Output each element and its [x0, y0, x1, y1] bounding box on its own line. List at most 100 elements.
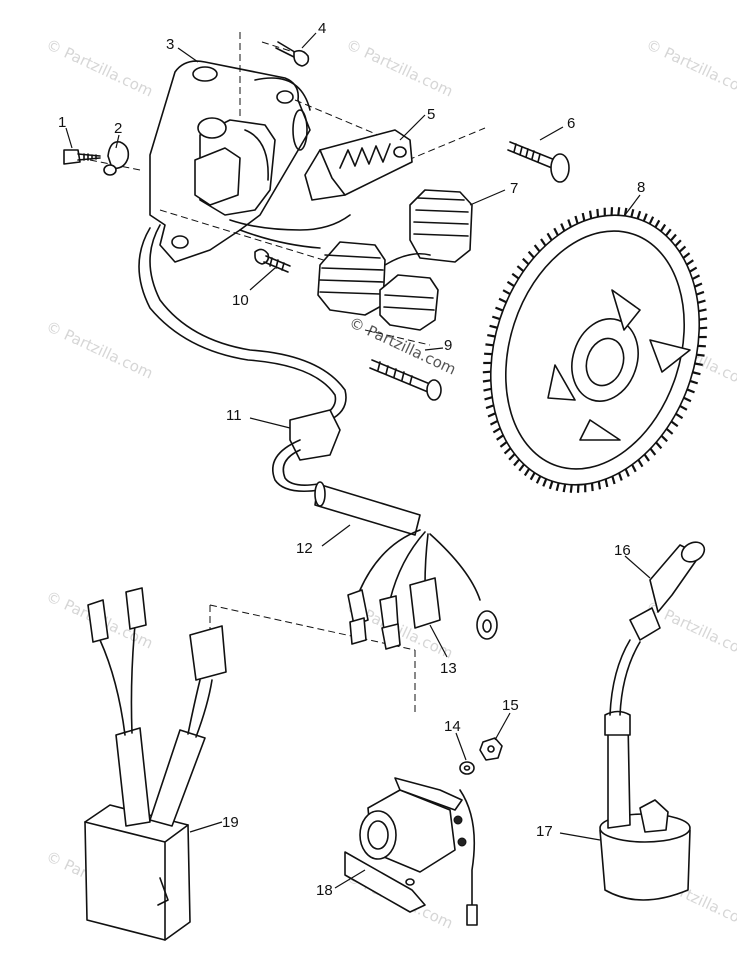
gear-tooth — [506, 280, 515, 288]
gear-tooth — [560, 223, 566, 232]
gear-tooth — [503, 447, 512, 455]
gear-tooth — [567, 219, 572, 228]
bolt-part-6 — [507, 141, 570, 183]
watermark-text: © Partzilla.com — [43, 317, 156, 382]
callout-10: 10 — [232, 292, 249, 309]
gear-tooth — [487, 412, 496, 418]
gear-tooth — [682, 252, 691, 259]
gear-tooth — [540, 238, 547, 247]
gear-tooth — [696, 290, 705, 296]
flywheel-part-8 — [482, 207, 708, 493]
gear-tooth — [513, 458, 521, 467]
washer-part-14 — [459, 761, 475, 775]
stator-plate — [149, 60, 311, 263]
gear-tooth — [529, 472, 536, 481]
gear-tooth — [699, 317, 708, 321]
callout-9: 9 — [444, 337, 452, 354]
gear-tooth — [618, 472, 623, 481]
gear-tooth — [689, 266, 698, 273]
terminals-part-13 — [347, 529, 498, 650]
gear-tooth — [649, 447, 657, 456]
gear-tooth — [631, 464, 637, 473]
gear-tooth — [678, 245, 687, 253]
gear-tooth — [485, 404, 494, 410]
gear-tooth — [691, 274, 701, 281]
gear-tooth — [508, 453, 516, 461]
gear-tooth — [630, 208, 635, 218]
solenoid-part-18 — [344, 777, 478, 926]
callout-1: 1 — [58, 114, 66, 131]
stator-coil — [194, 117, 276, 216]
gear-tooth — [699, 326, 708, 330]
callout-2: 2 — [114, 120, 122, 137]
gear-tooth — [636, 210, 642, 220]
gear-tooth — [611, 475, 616, 485]
watermark-text: © Partzilla.com — [43, 35, 156, 100]
callout-7: 7 — [510, 180, 518, 197]
callout-12: 12 — [296, 540, 313, 557]
gear-tooth — [498, 297, 507, 304]
gear-tooth — [590, 482, 594, 492]
nut-part-15 — [479, 737, 503, 761]
gear-tooth — [689, 379, 699, 385]
callout-leaders — [65, 32, 651, 889]
callout-labels: 1 2 3 4 5 6 7 8 9 10 11 12 13 14 15 16 1… — [58, 20, 645, 899]
gear-tooth — [523, 468, 531, 477]
callout-6: 6 — [567, 115, 575, 132]
gear-tooth — [694, 282, 703, 288]
gear-tooth — [674, 239, 682, 247]
gear-tooth — [648, 216, 655, 225]
watermark-text: © Partzilla.com — [643, 35, 737, 100]
gear-tooth — [624, 468, 630, 477]
gear-tooth — [482, 370, 491, 374]
gear-tooth — [637, 459, 644, 468]
gear-tooth — [485, 343, 494, 347]
clip-part-2 — [103, 140, 130, 176]
callout-18: 18 — [316, 882, 333, 899]
callout-8: 8 — [637, 179, 645, 196]
flywheel-teeth — [482, 207, 708, 493]
gear-tooth — [596, 208, 600, 218]
gear-tooth — [581, 212, 586, 222]
cdi-box-part-19 — [84, 587, 227, 941]
gear-tooth — [492, 427, 501, 434]
gear-tooth — [499, 441, 508, 448]
gear-tooth — [527, 250, 535, 259]
callout-15: 15 — [502, 697, 519, 714]
gear-tooth — [516, 265, 525, 273]
gear-tooth — [496, 434, 504, 441]
gear-tooth — [655, 441, 663, 450]
gear-tooth — [697, 299, 706, 304]
spark-plug-cap-part-16 — [629, 541, 706, 641]
gear-tooth — [522, 257, 530, 266]
gear-tooth — [484, 396, 493, 401]
watermark-text: © Partzilla.com — [343, 35, 456, 100]
ignition-coil-part-17 — [599, 639, 691, 901]
bolt-part-10 — [254, 248, 291, 273]
gear-tooth — [487, 333, 496, 338]
gear-tooth — [692, 371, 701, 376]
gear-tooth — [511, 272, 520, 280]
gear-tooth — [617, 207, 621, 216]
gear-tooth — [518, 463, 525, 472]
gear-tooth — [679, 404, 688, 411]
screw-part-4 — [275, 41, 310, 67]
gear-tooth — [654, 219, 661, 228]
gear-tooth — [495, 306, 504, 312]
gear-tooth — [683, 396, 692, 403]
gear-tooth — [482, 379, 491, 383]
gear-tooth — [489, 324, 498, 329]
gear-tooth — [588, 210, 593, 219]
gear-tooth — [483, 387, 492, 392]
gear-tooth — [542, 478, 548, 487]
callout-17: 17 — [536, 823, 553, 840]
gear-tooth — [597, 481, 602, 490]
gear-tooth — [665, 427, 674, 435]
callout-16: 16 — [614, 542, 631, 559]
gear-tooth — [555, 482, 560, 492]
rectifier-part-5 — [304, 129, 413, 201]
callout-4: 4 — [318, 20, 326, 37]
gear-tooth — [548, 480, 554, 490]
callout-13: 13 — [440, 660, 457, 677]
